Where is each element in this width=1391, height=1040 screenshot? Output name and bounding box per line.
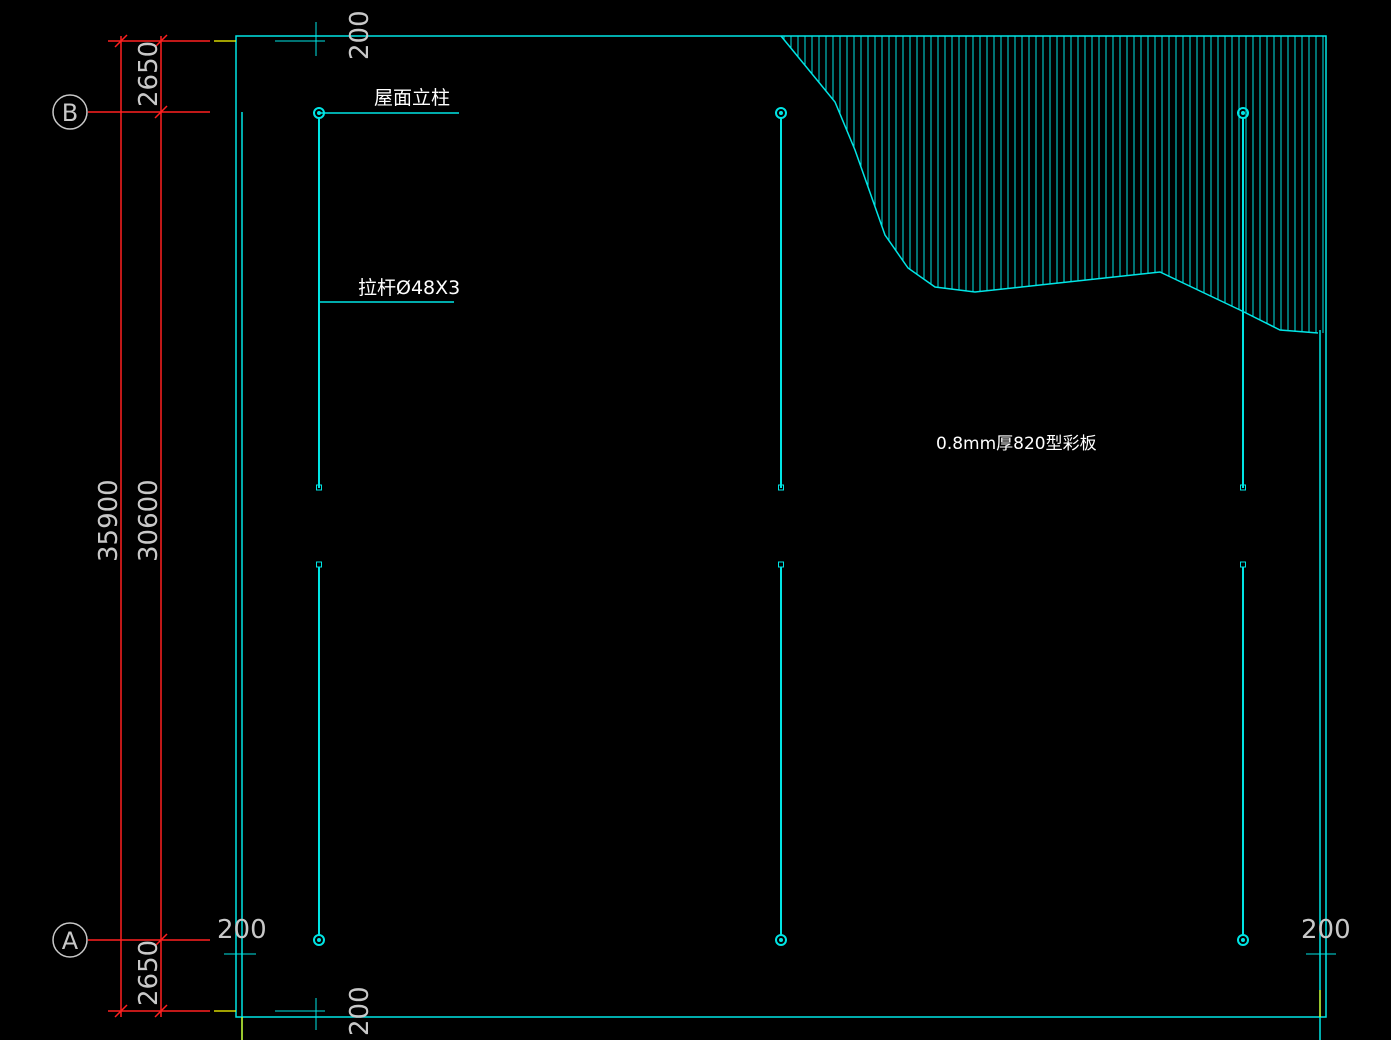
roof-post-bottom — [1237, 934, 1249, 946]
roof-post-top-center — [1241, 111, 1245, 115]
extension-ticks — [214, 40, 1321, 1040]
tie-rod-end-upper — [778, 484, 784, 491]
panel-boundary — [780, 35, 1319, 334]
roof-post-bottom-center — [1241, 938, 1245, 942]
roof-post-bottom-center — [317, 938, 321, 942]
roof-post-top-center — [779, 111, 783, 115]
dim-middle-segment: 30600 — [134, 479, 164, 562]
offset-markers — [224, 22, 1336, 1030]
roof-post-label: 屋面立柱 — [374, 87, 450, 109]
dim-total: 35900 — [94, 479, 124, 562]
tie-rod-end-lower — [778, 561, 784, 568]
dim-top-offset: 200 — [345, 10, 375, 60]
dim-top-segment: 2650 — [134, 41, 164, 107]
tie-rod-end-lower — [316, 561, 322, 568]
tie-rod-end-upper — [1240, 484, 1246, 491]
roof-posts — [313, 107, 1249, 946]
roof-post-bottom — [313, 934, 325, 946]
svg-text:A: A — [62, 927, 79, 955]
svg-text:B: B — [62, 99, 78, 127]
roof-post-bottom-center — [779, 938, 783, 942]
axis-a-bubble: A — [52, 922, 88, 958]
tie-rod-end-lower — [1240, 561, 1246, 568]
leaders — [319, 112, 459, 303]
dim-bottom-segment: 2650 — [134, 940, 164, 1006]
dim-left-offset: 200 — [217, 915, 267, 945]
roof-post-bottom — [775, 934, 787, 946]
tie-rod-end-upper — [316, 484, 322, 491]
dim-right-offset: 200 — [1301, 915, 1351, 945]
panel-label: 0.8mm厚820型彩板 — [936, 434, 1097, 454]
color-panel-hatch — [780, 35, 1324, 334]
axis-b-bubble: B — [52, 94, 88, 130]
dimension-chain — [108, 34, 210, 1018]
tie-rod-label: 拉杆Ø48X3 — [358, 277, 460, 299]
dim-bottom-offset: 200 — [345, 986, 375, 1036]
